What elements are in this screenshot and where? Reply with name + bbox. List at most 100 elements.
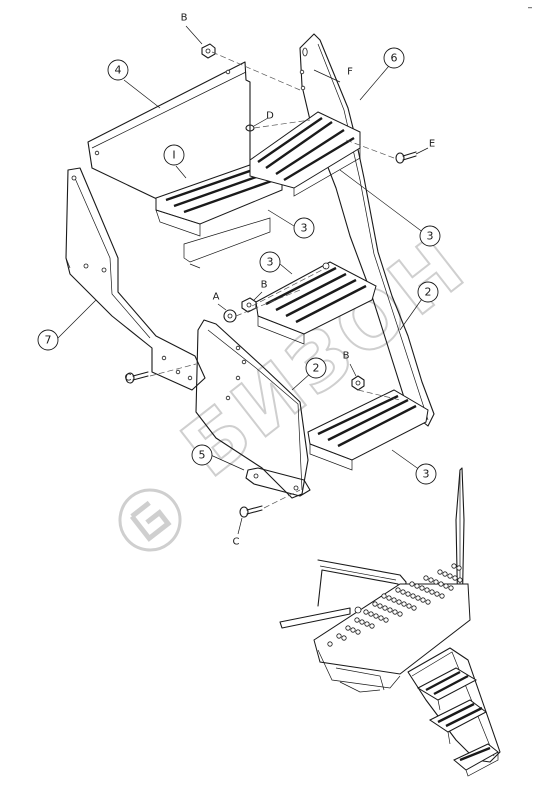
callout-label: 2 <box>313 362 320 375</box>
washer-icon <box>223 309 237 323</box>
perforation-hole <box>410 593 416 599</box>
perforation-hole <box>369 623 375 629</box>
corner-mark: – <box>528 3 533 14</box>
nut-icon <box>351 375 365 391</box>
callout-5: 5 <box>191 444 213 466</box>
callout-label: 7 <box>45 334 52 347</box>
perforation-hole <box>392 609 398 615</box>
perforation-hole <box>425 599 431 605</box>
perforation-hole <box>406 603 412 609</box>
perforation-hole <box>438 581 444 587</box>
callout-label: I <box>172 149 175 162</box>
callout-2: 2 <box>417 281 439 303</box>
perforation-hole <box>447 573 453 579</box>
perforation-hole <box>439 593 445 599</box>
watermark: БИЗОН <box>118 219 484 552</box>
callout-4: 4 <box>107 59 129 81</box>
perforation-hole <box>336 633 342 639</box>
letter-label: B <box>343 351 350 362</box>
perforation-hole <box>409 581 415 587</box>
assembled-view-inset <box>279 467 501 777</box>
letter-label: C <box>233 537 240 548</box>
link-plate-part-5 <box>245 467 311 497</box>
perforation-hole <box>355 629 361 635</box>
plate-part-2 <box>195 319 309 499</box>
perforation-hole <box>364 621 370 627</box>
perforation-hole <box>368 611 374 617</box>
perforation-hole <box>419 585 425 591</box>
perforation-hole <box>428 577 434 583</box>
lower-tread <box>307 389 429 471</box>
side-bracket-part-7 <box>65 167 206 391</box>
perforation-hole <box>354 617 360 623</box>
perforation-hole <box>420 597 426 603</box>
callout-i: I <box>163 144 185 166</box>
letter-label: F <box>347 67 353 78</box>
perforation-hole <box>387 607 393 613</box>
middle-tread <box>255 261 377 345</box>
stringer-part-6 <box>299 33 435 427</box>
perforation-hole <box>391 597 397 603</box>
perforation-hole <box>383 617 389 623</box>
watermark-text: БИЗОН <box>166 220 483 495</box>
nut-icon <box>201 43 216 59</box>
perforation-hole <box>345 625 351 631</box>
perforation-hole <box>396 599 402 605</box>
perforation-hole <box>377 603 383 609</box>
callout-6: 6 <box>383 47 405 69</box>
letter-label: A <box>213 292 220 303</box>
bolt-icon <box>125 371 149 384</box>
perforation-hole <box>382 605 388 611</box>
bolt-icon <box>239 505 263 518</box>
perforation-hole <box>423 575 429 581</box>
perforation-hole <box>442 571 448 577</box>
perforation-hole <box>415 595 421 601</box>
callout-2: 2 <box>305 357 327 379</box>
letter-label: E <box>429 139 435 150</box>
perforation-hole <box>350 627 356 633</box>
perforation-hole <box>434 591 440 597</box>
callout-3: 3 <box>419 225 441 247</box>
perforation-hole <box>395 587 401 593</box>
nut-icon <box>241 297 257 313</box>
callout-label: 4 <box>115 64 122 77</box>
letter-label: D <box>266 111 274 122</box>
callout-label: 3 <box>301 222 308 235</box>
perforation-hole <box>341 635 347 641</box>
perforation-hole <box>443 583 449 589</box>
callout-3: 3 <box>293 217 315 239</box>
perforation-hole <box>363 609 369 615</box>
callout-label: 5 <box>199 449 206 462</box>
callout-label: 3 <box>423 468 430 481</box>
perforation-hole <box>327 641 333 647</box>
callout-label: 3 <box>427 230 434 243</box>
callout-label: 2 <box>425 286 432 299</box>
perforation-hole <box>397 611 403 617</box>
perforation-hole <box>373 613 379 619</box>
perforation-hole <box>401 601 407 607</box>
bolt-icon <box>395 151 417 164</box>
letter-labels: B F D E A B B C C <box>125 13 436 548</box>
perforation-hole <box>457 577 463 583</box>
letter-label: B <box>261 280 268 291</box>
perforation-hole <box>448 585 454 591</box>
perforation-hole <box>359 619 365 625</box>
callout-7: 7 <box>37 329 59 351</box>
perforation-hole <box>424 587 430 593</box>
callout-3: 3 <box>415 463 437 485</box>
perforation-hole <box>414 583 420 589</box>
perforation-hole <box>437 569 443 575</box>
assembly-lines <box>149 51 401 509</box>
perforation-hole <box>411 605 417 611</box>
perforation-hole <box>400 589 406 595</box>
perforation-hole <box>381 593 387 599</box>
perforation-hole <box>452 575 458 581</box>
upper-right-tread <box>249 111 361 197</box>
callouts: 4 6 I 3 3 3 2 2 7 5 3 <box>37 47 441 485</box>
perforation-hole <box>386 595 392 601</box>
perforation-hole <box>429 589 435 595</box>
perforation-hole <box>433 579 439 585</box>
callout-label: 3 <box>267 256 274 269</box>
perforation-hole <box>456 565 462 571</box>
